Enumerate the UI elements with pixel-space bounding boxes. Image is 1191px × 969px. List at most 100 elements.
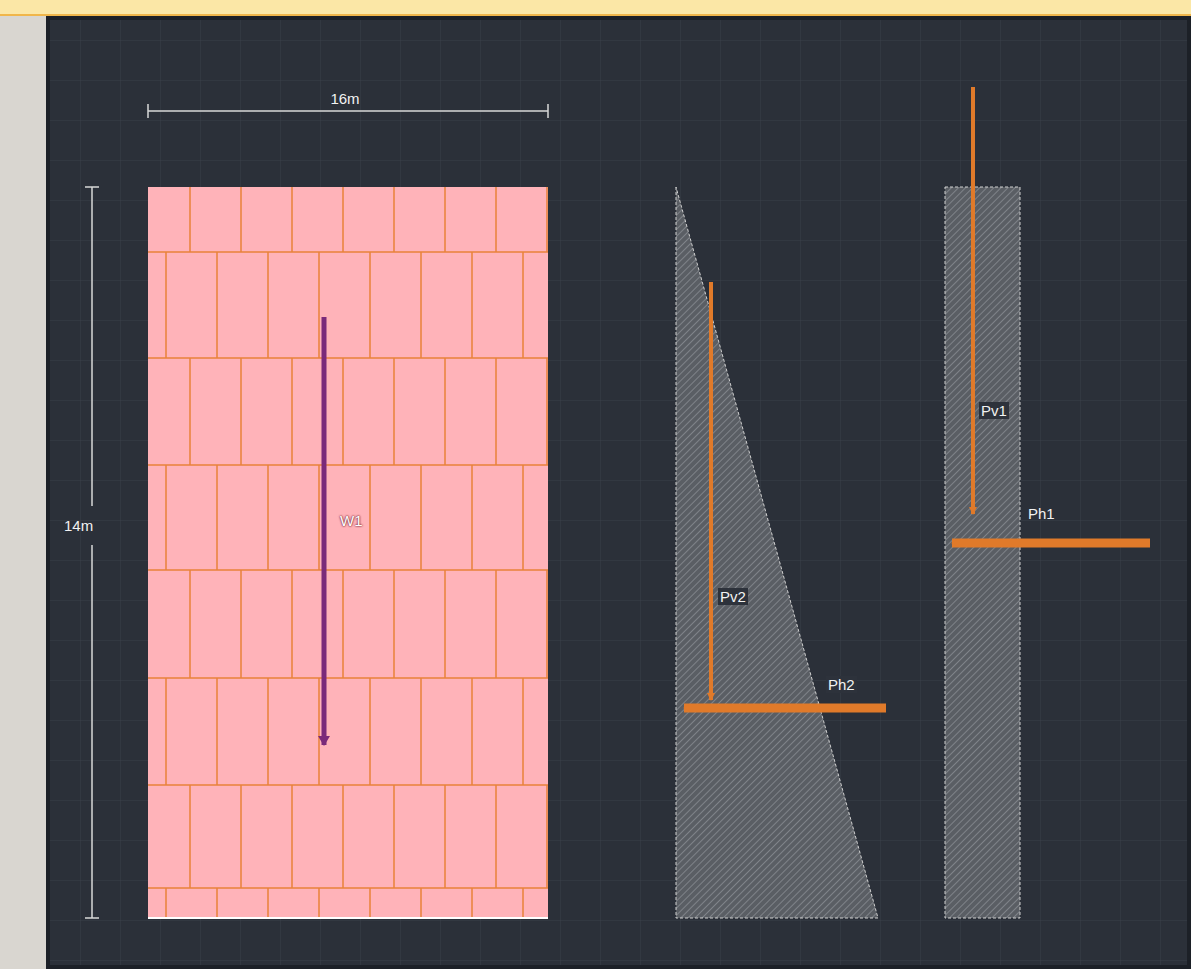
brick-joint: [420, 465, 422, 570]
brick-joint: [342, 358, 344, 465]
dimension-line: [91, 545, 93, 918]
vertical-force-arrow: [709, 282, 713, 700]
brick-joint: [148, 251, 548, 253]
title-bar: [0, 0, 1191, 14]
force-label: Ph1: [1026, 505, 1057, 522]
force-label: Ph2: [826, 676, 857, 693]
brick-joint: [291, 358, 293, 465]
brick-joint: [495, 358, 497, 465]
brick-joint: [318, 465, 320, 570]
brick-joint: [240, 570, 242, 678]
brick-joint: [546, 570, 548, 678]
brick-joint: [546, 187, 548, 252]
brick-joint: [148, 784, 548, 786]
brick-joint: [393, 570, 395, 678]
brick-joint: [471, 465, 473, 570]
brick-joint: [165, 465, 167, 570]
brick-joint: [495, 785, 497, 888]
dimension-tick: [85, 186, 99, 188]
brick-joint: [369, 888, 371, 918]
brick-joint: [444, 570, 446, 678]
title-bar-edge: [0, 14, 1191, 16]
brick-joint: [393, 785, 395, 888]
brick-joint: [546, 785, 548, 888]
brick-joint: [522, 252, 524, 358]
brick-joint: [291, 187, 293, 252]
brick-joint: [369, 678, 371, 785]
brick-joint: [522, 678, 524, 785]
horizontal-force-arrow: [684, 704, 886, 713]
side-strip: [0, 16, 46, 969]
brick-joint: [318, 678, 320, 785]
brick-joint: [318, 252, 320, 358]
dimension-line: [91, 187, 93, 506]
brick-joint: [189, 358, 191, 465]
triangular-soil-wedge: [676, 187, 878, 918]
brick-joint: [240, 187, 242, 252]
brick-joint: [165, 888, 167, 918]
brick-joint: [546, 358, 548, 465]
dimension-tick: [147, 104, 149, 118]
brick-joint: [165, 252, 167, 358]
brick-joint: [522, 888, 524, 918]
dimension-tick: [547, 104, 549, 118]
brick-joint: [291, 785, 293, 888]
brick-joint: [393, 187, 395, 252]
brick-joint: [495, 570, 497, 678]
grid: [46, 16, 1191, 969]
brick-joint: [495, 187, 497, 252]
brick-joint: [189, 785, 191, 888]
brick-joint: [267, 888, 269, 918]
brick-joint: [420, 888, 422, 918]
wall-base: [148, 917, 548, 919]
brick-joint: [342, 785, 344, 888]
brick-joint: [216, 888, 218, 918]
brick-joint: [342, 570, 344, 678]
force-label: Pv2: [718, 588, 748, 605]
brick-joint: [189, 187, 191, 252]
brick-joint: [369, 252, 371, 358]
brick-joint: [471, 252, 473, 358]
weight-arrow: [322, 317, 327, 745]
force-label: W1: [338, 512, 365, 529]
brick-joint: [471, 888, 473, 918]
brick-joint: [148, 677, 548, 679]
brick-joint: [148, 887, 548, 889]
dimension-tick: [85, 917, 99, 919]
brick-joint: [165, 678, 167, 785]
brick-joint: [369, 465, 371, 570]
brick-joint: [189, 570, 191, 678]
wall-body: [148, 187, 548, 918]
brick-joint: [444, 187, 446, 252]
brick-joint: [240, 358, 242, 465]
vertical-force-arrow: [971, 87, 975, 514]
brick-joints: [148, 187, 548, 918]
force-label: Pv1: [979, 402, 1009, 419]
brick-joint: [267, 465, 269, 570]
dimension-label: 16m: [328, 90, 361, 107]
brick-joint: [216, 678, 218, 785]
brick-joint: [471, 678, 473, 785]
brick-joint: [216, 465, 218, 570]
dimension-line: [148, 110, 548, 112]
dimension-label: 14m: [62, 517, 95, 534]
brick-joint: [342, 187, 344, 252]
brick-joint: [444, 785, 446, 888]
brick-joint: [291, 570, 293, 678]
canvas-frame: [48, 18, 1189, 967]
rectangular-soil-block: [945, 187, 1020, 918]
canvas: [46, 16, 1191, 969]
brick-joint: [444, 358, 446, 465]
brick-joint: [148, 464, 548, 466]
brick-joint: [148, 569, 548, 571]
brick-joint: [318, 888, 320, 918]
brick-joint: [240, 785, 242, 888]
brick-joint: [148, 357, 548, 359]
brick-joint: [267, 678, 269, 785]
brick-joint: [420, 252, 422, 358]
brick-joint: [522, 465, 524, 570]
brick-joint: [393, 358, 395, 465]
horizontal-force-arrow: [952, 539, 1150, 548]
brick-joint: [420, 678, 422, 785]
